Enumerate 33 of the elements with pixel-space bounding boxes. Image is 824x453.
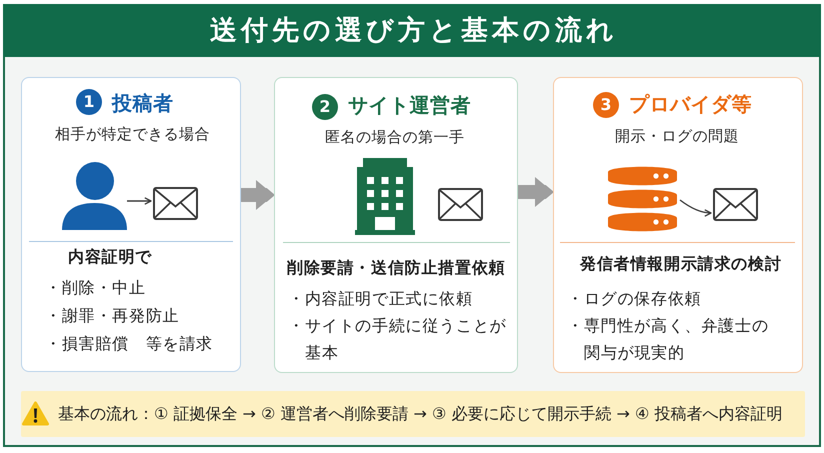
bullet-item: ・ログの保存依頼 xyxy=(567,288,702,310)
number-circle: 3 xyxy=(593,92,619,118)
arrow xyxy=(241,180,274,210)
card-heading: サイト運営者 xyxy=(348,92,471,118)
arrow xyxy=(518,177,553,207)
title-bar: 送付先の選び方と基本の流れ xyxy=(3,4,821,57)
card-heading: プロバイダ等 xyxy=(629,91,752,117)
person-icon xyxy=(62,162,127,230)
arrow xyxy=(127,197,152,205)
card-subtitle: 匿名の場合の第一手 xyxy=(325,127,464,148)
bullet-item: ・謝罪・再発防止 xyxy=(45,304,180,326)
number-circle: 1 xyxy=(76,89,102,115)
card-heading: 投稿者 xyxy=(112,90,174,116)
bullet-item: ・内容証明で正式に依頼 xyxy=(288,288,474,310)
lead-text: 内容証明で xyxy=(68,246,152,268)
number-circle: 2 xyxy=(312,94,338,120)
server-icon xyxy=(608,166,677,232)
envelope-icon xyxy=(713,188,758,221)
lead-text: 発信者情報開示請求の検討 xyxy=(580,253,782,275)
card-subtitle: 開示・ログの問題 xyxy=(615,126,739,147)
info-card xyxy=(21,77,241,372)
bullet-item: ・サイトの手続に従うことが基本 xyxy=(288,314,508,364)
bullet-item: ・専門性が高く、弁護士の関与が現実的 xyxy=(567,314,770,364)
info-card xyxy=(553,77,803,373)
arrow xyxy=(680,199,712,217)
bullet-item: ・損害賠償 等を請求 xyxy=(45,332,214,354)
lead-text: 削除要請・送信防止措置依頼 xyxy=(287,257,506,279)
info-card xyxy=(274,77,518,373)
note-bar xyxy=(21,391,805,437)
bullet-item: ・削除・中止 xyxy=(45,276,147,298)
note-text: 基本の流れ：① 証拠保全 → ② 運営者へ削除要請 → ③ 必要に応じて開示手続 → ④ 投稿者へ内容証明 xyxy=(58,403,782,425)
card-subtitle: 相手が特定できる場合 xyxy=(55,124,210,145)
envelope-icon xyxy=(153,187,198,220)
